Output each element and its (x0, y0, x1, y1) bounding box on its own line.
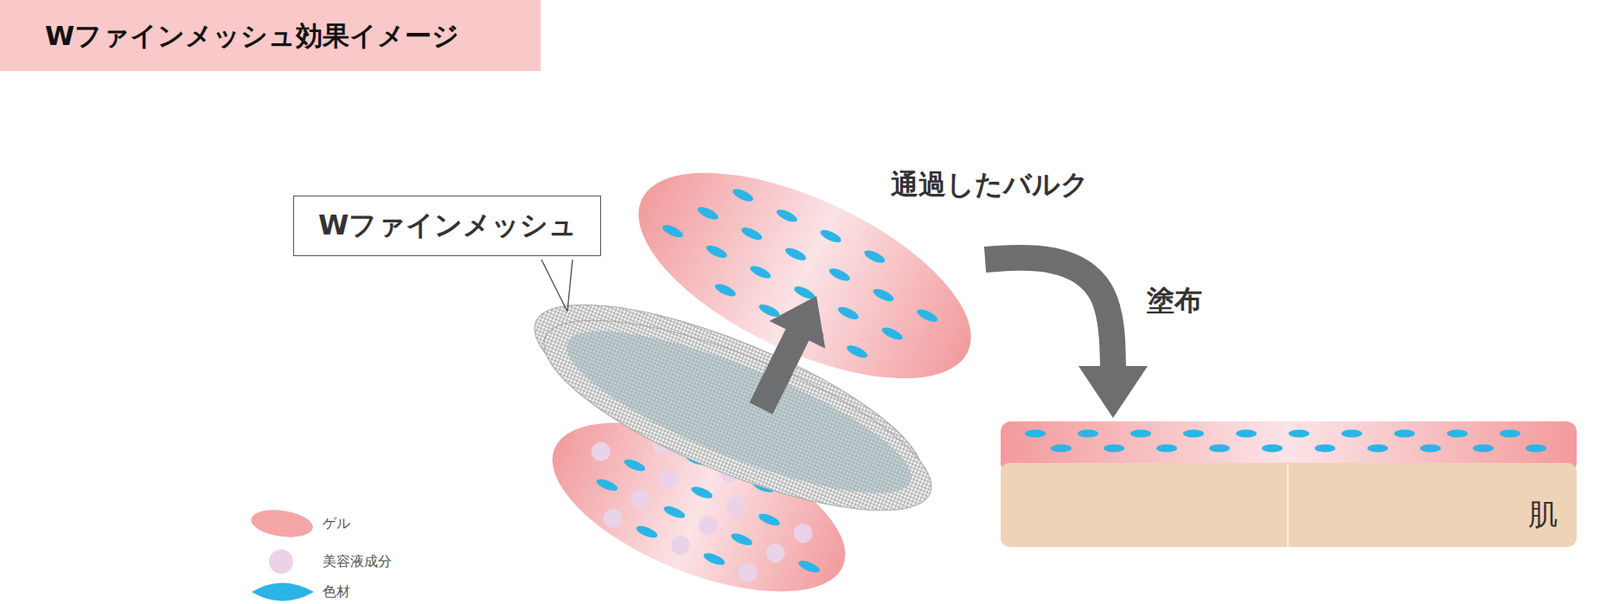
gel-shape (624, 172, 986, 378)
pigment-dot (622, 456, 647, 474)
serum-dot (723, 493, 749, 519)
serum-dot (695, 512, 721, 538)
pigment-dot (1103, 444, 1125, 453)
pigment-dot (1024, 429, 1046, 438)
legend-text: ゲル (322, 514, 351, 533)
pigment-dot (1261, 444, 1283, 453)
callout-text: Wファインメッシュ (318, 206, 577, 245)
passed-bulk-gel: 通過したバルク (624, 172, 986, 378)
pigment-dot (1050, 444, 1072, 453)
legend-swatch (249, 508, 318, 538)
pigment-dot (1420, 444, 1441, 453)
pigment-dot (1499, 429, 1521, 438)
pigment-dot (871, 286, 896, 304)
pigment-dot (696, 204, 721, 222)
serum-dot (627, 486, 653, 512)
pigment-dot (634, 523, 660, 540)
pigment-dot (662, 503, 687, 520)
pigment-dot (1077, 429, 1099, 438)
pigment-dot (739, 224, 764, 243)
edge-label: 塗布 (1145, 281, 1204, 320)
pigment-dot (757, 511, 782, 528)
pigment-dot (1367, 444, 1389, 453)
pigment-dot (690, 484, 715, 501)
pigment-dot (660, 222, 685, 240)
legend-swatch (249, 546, 318, 576)
legend-swatch (249, 576, 318, 604)
title-text: Wファインメッシュ効果イメージ (44, 18, 460, 55)
pigment-dot (797, 557, 822, 575)
callout-leader (541, 259, 573, 312)
pass-arrow (749, 295, 826, 415)
serum-dot (601, 505, 627, 532)
pigment-dot (1209, 444, 1230, 453)
pigment-dot (1183, 429, 1204, 438)
pigment-dot (730, 186, 756, 205)
pigment-dot (1156, 444, 1178, 453)
pigment-dot (748, 263, 773, 282)
bulk-label: 通過したバルク (890, 166, 1089, 205)
pigment-dot (774, 206, 800, 224)
serum-dot (588, 439, 614, 465)
legend-text: 美容液成分 (322, 552, 392, 571)
pigment-dot (1446, 429, 1468, 438)
serum-dot (668, 532, 694, 558)
skin-band: 肌 (1000, 421, 1577, 547)
pigment-dot (704, 243, 730, 261)
serum-dot (790, 520, 816, 546)
skin-label: 肌 (1528, 494, 1558, 535)
serum-dot (735, 559, 761, 585)
pigment-dot (1525, 444, 1547, 453)
serum-dot (762, 540, 788, 566)
pigment-dot (702, 550, 727, 568)
pigment-dot (1394, 429, 1415, 438)
serum-dot (655, 466, 681, 492)
arrow-shaft (985, 257, 1114, 370)
skin-shape (1000, 421, 1577, 547)
title-bar: Wファインメッシュ効果イメージ (0, 0, 541, 71)
pigment-dot (819, 227, 844, 245)
pigment-dot (836, 304, 861, 322)
arrow-head (1078, 365, 1148, 418)
pigment-dot (1314, 444, 1336, 453)
pigment-dot (729, 531, 755, 548)
pigment-dot (713, 281, 738, 299)
pigment-dot (1472, 444, 1494, 453)
pigment-dot (827, 265, 852, 283)
pigment-dot (1341, 429, 1363, 438)
pigment-dot (844, 342, 870, 360)
pigment-dot (595, 476, 620, 493)
pigment-dot (783, 245, 808, 263)
pigment-dot (915, 307, 940, 325)
pigment-dot (862, 248, 887, 266)
pigment-dot (1130, 429, 1152, 438)
pigment-dot (1288, 429, 1310, 438)
callout-box: Wファインメッシュ (293, 195, 602, 256)
pigment-dot (1235, 429, 1257, 438)
apply-arrow (985, 257, 1148, 418)
legend-text: 色材 (322, 582, 351, 602)
pigment-dot (880, 325, 905, 343)
